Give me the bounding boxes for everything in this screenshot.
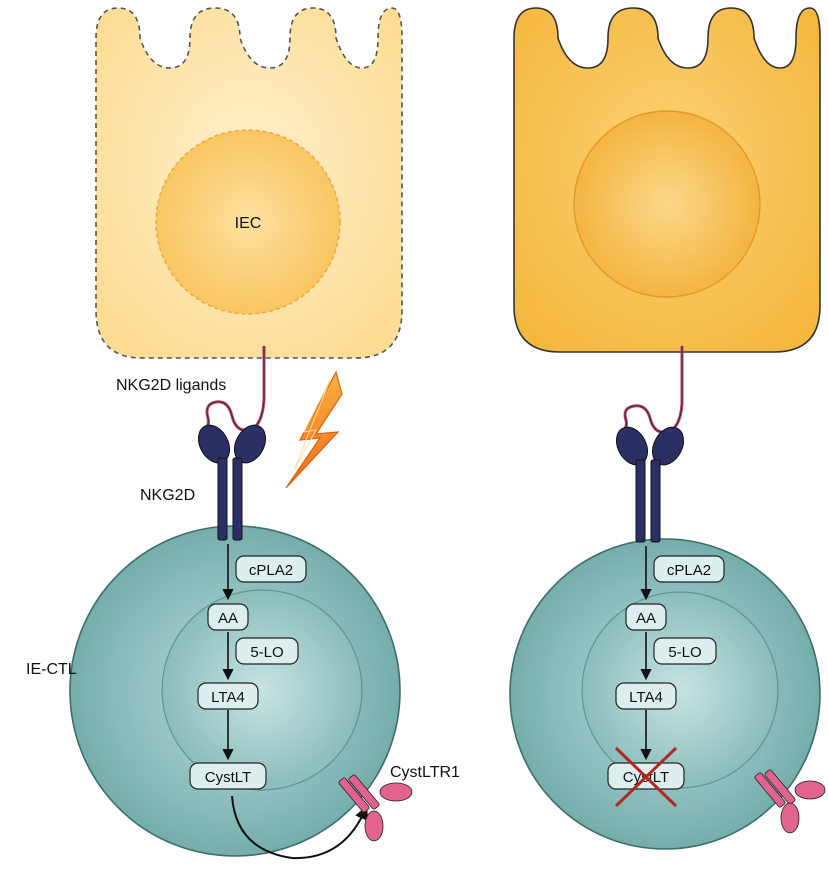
svg-text:LTA4: LTA4: [211, 689, 245, 706]
ie-ctl-label: IE-CTL: [26, 661, 77, 678]
nkg2d-receptor-left: [197, 424, 267, 541]
svg-text:LTA4: LTA4: [629, 689, 663, 706]
cpla2-box-right: cPLA2: [653, 555, 725, 583]
cystltr1-receptor-left: [338, 774, 413, 842]
svg-text:CystLT: CystLT: [205, 769, 251, 786]
cystltr1-receptor-right: [754, 769, 826, 834]
5lo-box-left: 5-LO: [235, 637, 299, 665]
svg-text:AA: AA: [218, 610, 238, 627]
nkg2d-ligand-right: [619, 346, 684, 434]
nkg2d-ligands-label: NKG2D ligands: [116, 377, 226, 394]
cystltr1-label: CystLTR1: [390, 764, 460, 781]
lightning-bolt-highlight: [293, 379, 331, 471]
svg-text:cPLA2: cPLA2: [667, 562, 711, 579]
nkg2d-label: NKG2D: [140, 487, 195, 504]
iec-nucleus-stressed: [155, 129, 341, 315]
cystlt-export-arrow: [231, 795, 369, 860]
iec-nucleus-normal: [573, 110, 761, 298]
lta4-box-left: LTA4: [197, 682, 259, 710]
ie-ctl-nucleus: [161, 589, 363, 791]
svg-text:AA: AA: [636, 610, 656, 627]
aa-box-left: AA: [207, 603, 249, 631]
lta4-box-right: LTA4: [615, 682, 677, 710]
svg-text:cPLA2: cPLA2: [249, 562, 293, 579]
cystlt-box-left: CystLT: [189, 762, 267, 790]
svg-text:5-LO: 5-LO: [250, 644, 283, 661]
cpla2-box-left: cPLA2: [235, 555, 307, 583]
blocked-cross-icon: [614, 746, 678, 808]
svg-text:5-LO: 5-LO: [668, 644, 701, 661]
5lo-box-right: 5-LO: [653, 637, 717, 665]
nkg2d-receptor-right: [615, 426, 685, 543]
aa-box-right: AA: [625, 603, 667, 631]
ie-ctl-nucleus-right: [581, 591, 779, 789]
iec-label: IEC: [235, 215, 262, 232]
